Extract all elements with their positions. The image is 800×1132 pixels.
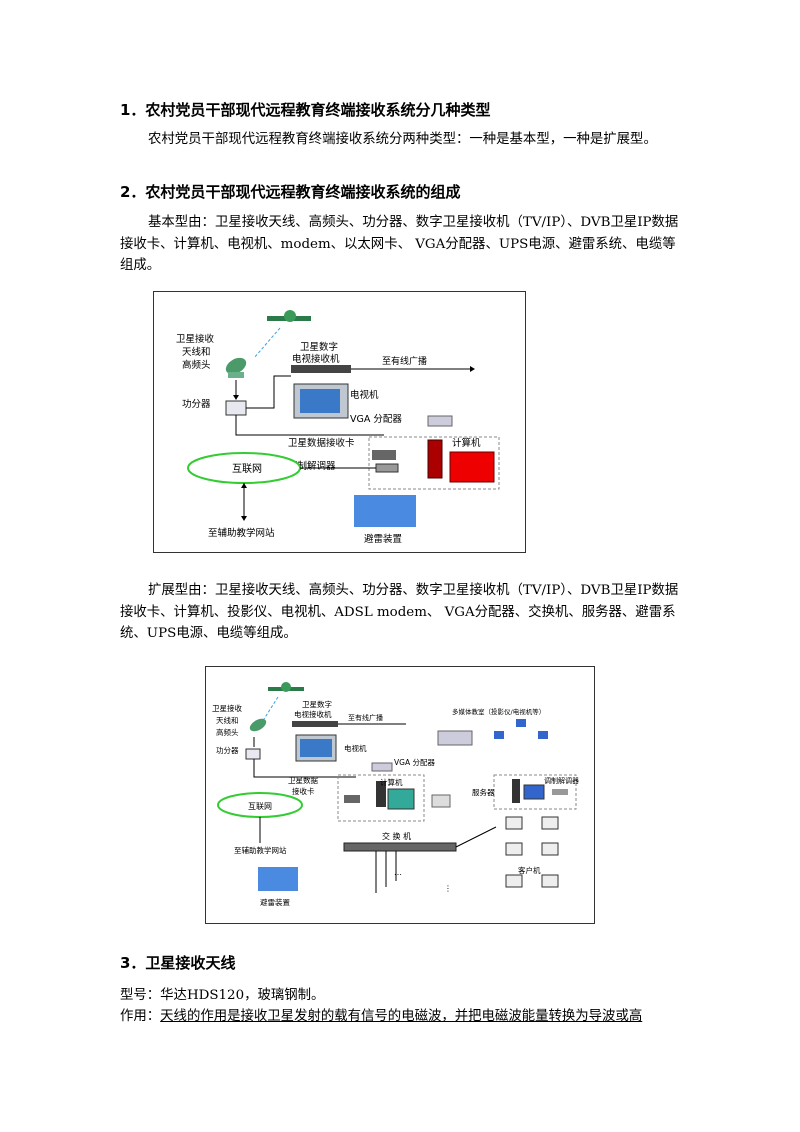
modem-icon (552, 789, 568, 795)
model-row: 型号：华达HDS120，玻璃钢制。 (120, 983, 324, 1003)
splitter-icon (225, 400, 247, 416)
receiver-icon (291, 365, 351, 373)
tv-label: 电视机 (350, 389, 379, 401)
vga-label: VGA 分配器 (394, 758, 435, 767)
modem-label: 调制解调器 (544, 776, 579, 785)
printer-icon (431, 794, 451, 808)
section-2-body-extended: 扩展型由：卫星接收天线、高频头、功分器、数字卫星接收机（TV/IP）、DVB卫星… (120, 583, 679, 641)
satellite-icon (267, 310, 311, 322)
receiver-label-2: 电视接收机 (292, 353, 340, 365)
lightning-icon (354, 495, 416, 527)
satellite-dish-icon (225, 357, 247, 378)
ip-card-icon (372, 450, 396, 460)
model-label: 型号： (120, 988, 161, 1003)
satellite-icon (268, 682, 304, 692)
server-label: 服务器 (472, 787, 495, 797)
splitter-label: 功分器 (216, 745, 239, 755)
ip-card-label-2: 接收卡 (292, 786, 315, 796)
monitor-icon (449, 451, 495, 483)
classroom-tv-icon (494, 731, 504, 739)
tv-icon (295, 734, 337, 762)
section-1-body: 农村党员干部现代远程教育终端接收系统分两种类型：一种是基本型，一种是扩展型。 (148, 132, 657, 147)
antenna-label-2: 天线和 (182, 346, 211, 358)
ip-card-label: 卫星数据 (288, 775, 318, 785)
section-2-heading: 2．农村党员干部现代远程教育终端接收系统的组成 (120, 183, 461, 201)
aux-site-label: 至辅助教学网站 (234, 845, 287, 855)
receiver-icon (292, 721, 338, 727)
extended-system-diagram: 卫星接收 天线和 高频头 功分器 卫星数字 电视接收机 至有线广播 多媒体教室（… (205, 666, 595, 924)
aux-site-label: 至辅助教学网站 (208, 527, 275, 539)
section-1-heading: 1．农村党员干部现代远程教育终端接收系统分几种类型 (120, 101, 491, 119)
server-icon (512, 779, 520, 803)
receiver-label: 卫星数字 (300, 341, 338, 353)
internet-label: 互联网 (232, 463, 262, 475)
switch-label: 交 换 机 (382, 831, 411, 841)
internet-label: 互联网 (248, 802, 272, 811)
tv-label: 电视机 (344, 743, 367, 753)
splitter-label: 功分器 (182, 399, 211, 410)
antenna-label-3: 高频头 (182, 359, 211, 371)
vga-splitter-icon (371, 762, 393, 772)
function-row: 作用：天线的作用是接收卫星发射的载有信号的电磁波，并把电磁波能量转换为导波或高 (120, 1004, 642, 1024)
receiver-label: 卫星数字 (302, 699, 332, 709)
classroom-label: 多媒体教室（投影仪/电视机等） (452, 707, 545, 716)
satellite-dish-icon (249, 718, 267, 732)
monitor-icon (387, 788, 415, 810)
lightning-icon (258, 867, 298, 891)
ip-card-label: 卫星数据接收卡 (288, 437, 355, 449)
function-value: 天线的作用是接收卫星发射的载有信号的电磁波，并把电磁波能量转换为导波或高 (160, 1009, 643, 1024)
ellipsis-label: … (394, 868, 402, 877)
vga-label: VGA 分配器 (350, 414, 402, 425)
vga-splitter-icon (427, 415, 453, 427)
receiver-label-2: 电视接收机 (294, 709, 332, 719)
antenna-label: 卫星接收 (212, 703, 242, 713)
tv-icon (293, 383, 349, 419)
splitter-icon (245, 748, 261, 760)
client-label: 客户机 (518, 865, 541, 875)
vertical-ellipsis-label: ⋮ (444, 884, 452, 893)
client-pc-icon (505, 816, 523, 830)
ip-card-icon (344, 795, 360, 803)
function-label: 作用： (120, 1009, 161, 1024)
antenna-label-2: 天线和 (216, 715, 239, 725)
to-cable-label: 至有线广播 (348, 713, 383, 722)
section-3-heading: 3．卫星接收天线 (120, 954, 236, 972)
switch-icon (343, 842, 457, 852)
computer-tower-icon (376, 781, 386, 807)
computer-label: 计算机 (380, 777, 403, 787)
computer-label: 计算机 (452, 437, 481, 449)
basic-system-diagram: 卫星接收 天线和 高频头 功分器 卫星数字 电视接收机 至有线广播 电视机 VG… (153, 291, 526, 553)
section-2-body: 基本型由：卫星接收天线、高频头、功分器、数字卫星接收机（TV/IP）、DVB卫星… (120, 215, 679, 273)
lightning-label: 避雷装置 (364, 533, 402, 545)
modem-icon (375, 463, 399, 473)
antenna-label: 卫星接收 (176, 333, 215, 345)
antenna-label-3: 高频头 (216, 727, 239, 737)
computer-tower-icon (427, 439, 443, 479)
to-cable-label: 至有线广播 (382, 355, 427, 367)
projector-icon (437, 730, 473, 746)
model-value: 华达HDS120，玻璃钢制。 (160, 988, 325, 1003)
lightning-label: 避雷装置 (260, 897, 290, 907)
